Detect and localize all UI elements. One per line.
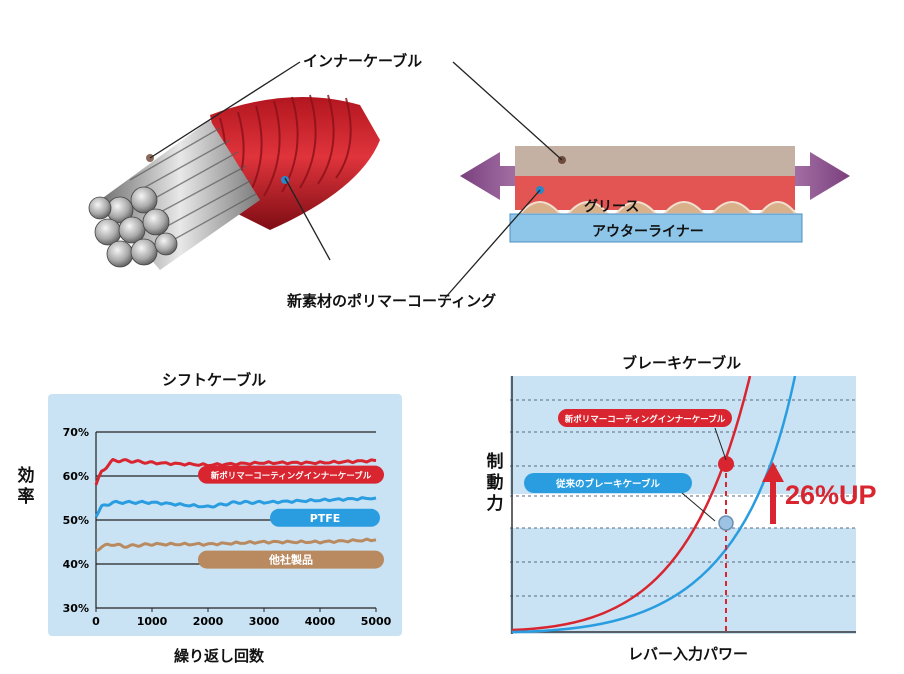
label-leader (681, 492, 716, 522)
shift-chart-xlabel: 繰り返し回数 (174, 647, 265, 665)
series-label: PTFE (310, 512, 341, 525)
x-tick-label: 0 (92, 615, 100, 628)
cross-section-diagram (460, 146, 850, 243)
cable-illustration (88, 94, 380, 270)
brake-chart-xlabel: レバー入力パワー (628, 645, 749, 663)
shift-ylabel-char: 率 (17, 487, 35, 507)
y-tick-label: 50% (63, 514, 89, 527)
y-tick-label: 70% (63, 426, 89, 439)
coating-label: 新素材のポリマーコーティング (287, 292, 497, 310)
grease-label: グリース (584, 199, 640, 215)
series-label: 他社製品 (268, 553, 313, 567)
series-label: 従来のブレーキケーブル (555, 478, 660, 490)
series-label: 新ポリマーコーティングインナーケーブル (565, 414, 726, 425)
series-label: 新ポリマーコーティングインナーケーブル (211, 471, 372, 482)
inner-cable-label: インナーケーブル (303, 52, 423, 70)
y-tick-label: 60% (63, 470, 89, 483)
brake-chart-ylabel: 制 動 力 (485, 452, 505, 515)
conventional-cable-point (718, 515, 734, 531)
improvement-arrowhead (762, 462, 784, 482)
brake-chart-title: ブレーキケーブル (622, 354, 742, 372)
x-tick-label: 3000 (249, 615, 280, 628)
shift-ylabel-char: 効 (17, 466, 35, 486)
shift-chart-title: シフトケーブル (162, 371, 267, 389)
brake-ylabel-char: 動 (486, 473, 504, 493)
series-label-pill (198, 465, 384, 484)
series-line (94, 496, 377, 518)
series-line (95, 537, 377, 552)
series-label-pill (270, 508, 380, 527)
series-line (511, 376, 797, 634)
y-tick-label: 40% (63, 558, 89, 571)
series-line (94, 458, 377, 486)
improvement-label: 26%UP (785, 480, 877, 510)
outer-liner-label: アウターライナー (592, 224, 704, 240)
x-tick-label: 4000 (305, 615, 336, 628)
series-label-pill (524, 473, 692, 493)
brake-ylabel-char: 制 (486, 452, 504, 472)
new-cable-point (718, 456, 734, 472)
series-label-pill (198, 550, 384, 569)
label-leader (714, 427, 727, 461)
improvement-band (510, 494, 856, 528)
y-tick-label: 30% (63, 602, 89, 615)
x-tick-label: 1000 (137, 615, 168, 628)
callout-lines (149, 61, 563, 299)
series-line (511, 376, 752, 632)
series-label-pill (558, 409, 732, 427)
shift-chart: 30% 40% 50% 60% 70% 0 1000 2000 3000 4000 5000 新ポリマ… (63, 426, 392, 628)
x-tick-label: 2000 (193, 615, 224, 628)
brake-ylabel-char: 力 (486, 494, 504, 514)
shift-chart-ylabel: 効 率 (16, 466, 36, 508)
x-tick-label: 5000 (361, 615, 392, 628)
